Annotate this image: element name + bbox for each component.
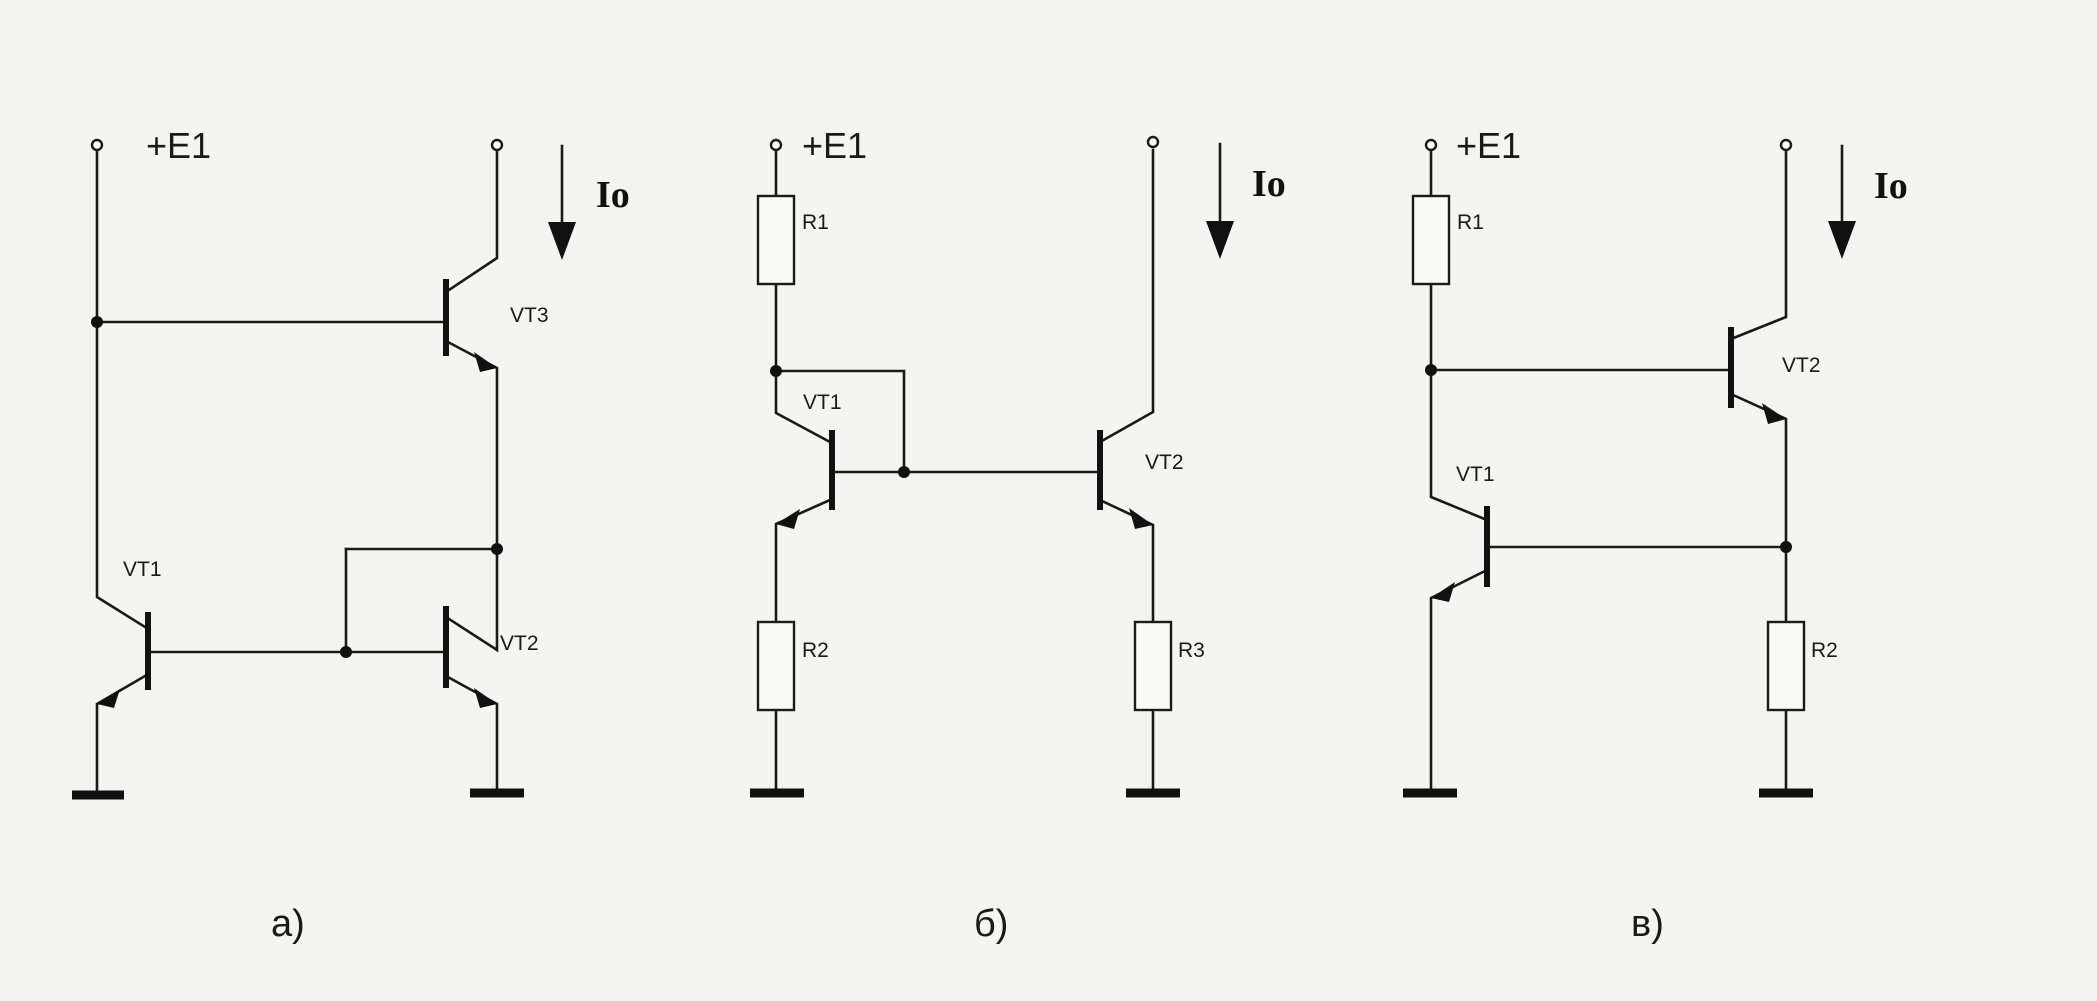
emitter-arrow-icon [1762,403,1786,424]
junction-dot [91,316,103,328]
resistor-label-r1: R1 [1457,211,1484,234]
wire [1429,568,1489,794]
supply-label: +E1 [1456,125,1521,166]
supply-terminal [90,138,104,152]
resistor-label-r3: R3 [1178,639,1205,662]
current-arrow-icon [1206,221,1234,259]
wire [444,674,499,794]
transistor-label-vt2: VT2 [500,632,539,655]
resistor-label-r2: R2 [1811,639,1838,662]
emitter-arrow-icon [1129,508,1153,529]
transistor-label-vt1: VT1 [123,558,162,581]
output-terminal [490,138,504,152]
resistor-r2 [756,620,796,712]
circuit-a: +E1 Io VT3 VT2 VT1 а) [72,125,630,945]
emitter-arrow-icon [776,509,800,529]
current-label: Io [596,174,630,216]
wire [444,339,499,653]
wire [95,148,147,629]
resistor-label-r2: R2 [802,639,829,662]
junction-dot [770,365,782,377]
wire [1098,498,1155,624]
resistor-r1 [1411,194,1451,286]
junction-dot [1780,541,1792,553]
emitter-arrow-icon [1431,582,1455,602]
output-terminal [1779,138,1793,152]
transistor-label-vt1: VT1 [803,391,842,414]
junction-dot [491,543,503,555]
resistor-r3 [1133,620,1173,712]
emitter-arrow-icon [97,689,120,708]
transistor-label-vt1: VT1 [1456,463,1495,486]
circuit-c: +E1 Io R1 R2 VT1 VT2 в) [1403,125,1908,945]
wire [774,369,832,444]
caption-c: в) [1631,903,1664,945]
wire [444,148,499,294]
wire [774,369,906,474]
wire [1098,148,1155,444]
junction-dot [1425,364,1437,376]
wire [95,674,147,794]
resistor-r1 [756,194,796,286]
caption-a: а) [271,903,305,945]
wire [1729,392,1788,624]
current-label: Io [1874,165,1908,207]
transistor-label-vt2: VT2 [1145,451,1184,474]
junction-dot [340,646,352,658]
output-terminal [1146,135,1160,149]
current-arrow-icon [1828,221,1856,259]
resistor-r2 [1766,620,1806,712]
emitter-arrow-icon [474,352,497,372]
resistor-label-r1: R1 [802,211,829,234]
supply-terminal [1424,138,1438,152]
circuit-b: +E1 Io R1 R2 R3 VT1 VT2 б) [750,125,1286,945]
emitter-arrow-icon [474,688,497,708]
transistor-label-vt2: VT2 [1782,354,1821,377]
caption-b: б) [974,903,1008,945]
supply-label: +E1 [802,125,867,166]
current-label: Io [1252,163,1286,205]
current-arrow-icon [548,222,576,260]
supply-label: +E1 [146,125,211,166]
junction-dot [898,466,910,478]
wire [774,498,832,624]
transistor-label-vt3: VT3 [510,304,549,327]
wire [1429,282,1489,522]
supply-terminal [769,138,783,152]
wire [1729,148,1788,341]
